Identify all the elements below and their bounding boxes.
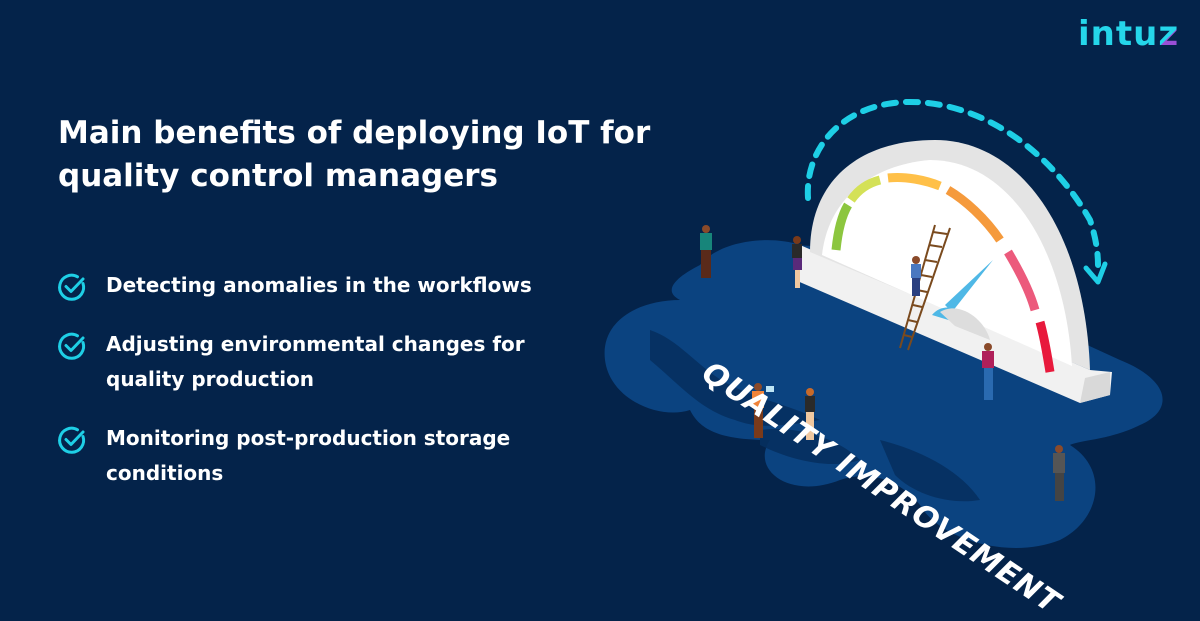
check-circle-icon: [58, 332, 86, 360]
check-circle-icon: [58, 426, 86, 454]
person-businessman-icon: [1053, 445, 1065, 501]
person-climbing-icon: [911, 256, 921, 296]
benefit-item: Detecting anomalies in the workflows: [56, 268, 576, 303]
benefit-text: Detecting anomalies in the workflows: [106, 273, 532, 297]
benefits-list: Detecting anomalies in the workflows Adj…: [56, 268, 576, 515]
logo-text-z: z: [1158, 14, 1180, 54]
floor-blob-shadows: [650, 330, 980, 502]
person-woman-suit-icon: [805, 388, 815, 440]
person-magenta-icon: [982, 343, 994, 400]
intuz-logo: intuz: [1078, 14, 1179, 54]
quality-improvement-illustration: [604, 98, 1163, 548]
gauge-needle: [945, 260, 993, 312]
check-circle-icon: [58, 273, 86, 301]
page-title: Main benefits of deploying IoT for quali…: [58, 115, 651, 194]
gauge-scale: [831, 173, 1055, 373]
person-woman-purple-icon: [792, 236, 802, 288]
benefit-text: Monitoring post-production storage condi…: [106, 426, 511, 485]
person-teal-icon: [700, 225, 712, 278]
arrow-head-icon: [1083, 261, 1108, 285]
logo-text-main: intu: [1078, 14, 1159, 54]
dashed-progress-arrow: [804, 98, 1101, 268]
person-orange-tablet-icon: [752, 383, 774, 438]
benefit-item: Monitoring post-production storage condi…: [56, 421, 576, 491]
benefit-text: Adjusting environmental changes for qual…: [106, 332, 525, 391]
benefit-item: Adjusting environmental changes for qual…: [56, 327, 576, 397]
